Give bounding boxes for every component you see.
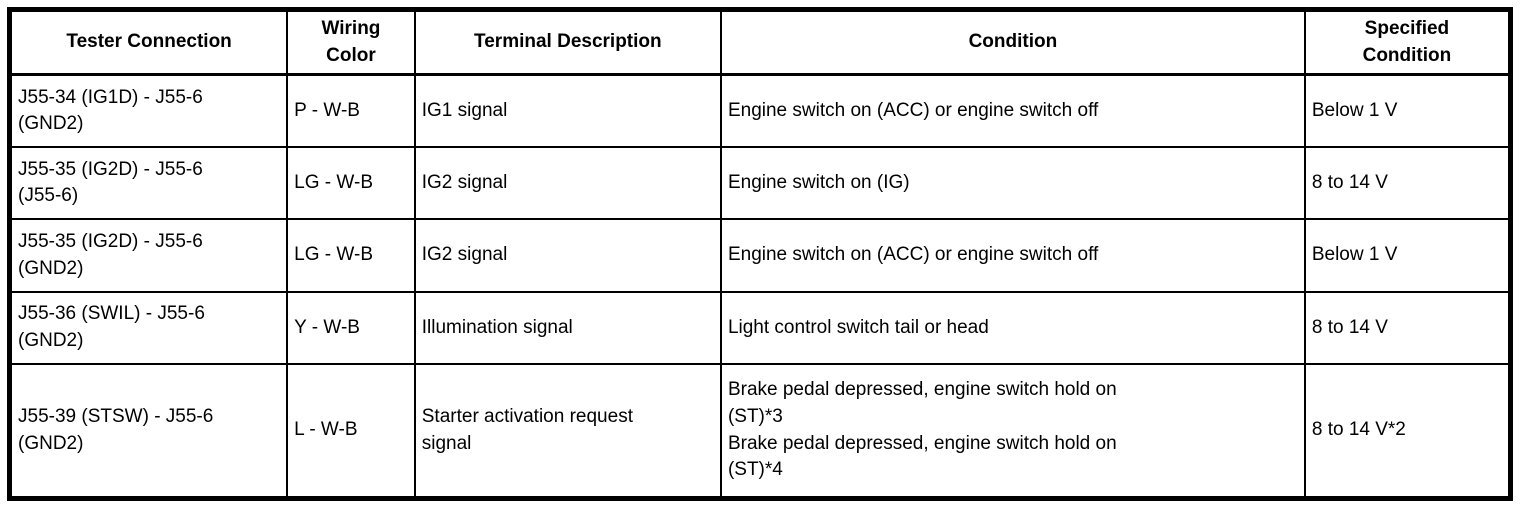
- cell-specified-condition: Below 1 V: [1303, 73, 1512, 149]
- cell-condition: Engine switch on (ACC) or engine switch …: [719, 218, 1306, 293]
- table-row: J55-35 (IG2D) - J55-6 (GND2) LG - W-B IG…: [8, 218, 1512, 293]
- cell-terminal-description: IG2 signal: [413, 146, 722, 221]
- cell-terminal-description: Illumination signal: [413, 290, 722, 366]
- cell-wiring-color: LG - W-B: [286, 146, 416, 221]
- cell-terminal-description: Starter activation request signal: [413, 363, 722, 500]
- cell-wiring-color: L - W-B: [286, 363, 416, 500]
- cell-tester-connection: J55-35 (IG2D) - J55-6 (GND2): [8, 218, 289, 293]
- cell-terminal-description: IG2 signal: [413, 218, 722, 293]
- column-header-tester-connection: Tester Connection: [8, 8, 289, 77]
- cell-wiring-color: LG - W-B: [286, 218, 416, 293]
- cell-condition: Light control switch tail or head: [719, 290, 1306, 366]
- cell-tester-connection: J55-35 (IG2D) - J55-6 (J55-6): [8, 146, 289, 221]
- cell-condition: Brake pedal depressed, engine switch hol…: [719, 363, 1306, 500]
- cell-specified-condition: 8 to 14 V: [1303, 146, 1512, 221]
- column-header-wiring-color: Wiring Color: [286, 8, 416, 77]
- table-row: J55-36 (SWIL) - J55-6 (GND2) Y - W-B Ill…: [8, 290, 1512, 366]
- cell-wiring-color: P - W-B: [286, 73, 416, 149]
- table-header-row: Tester Connection Wiring Color Terminal …: [8, 8, 1512, 77]
- cell-tester-connection: J55-39 (STSW) - J55-6 (GND2): [8, 363, 289, 500]
- cell-specified-condition: 8 to 14 V: [1303, 290, 1512, 366]
- table-row: J55-35 (IG2D) - J55-6 (J55-6) LG - W-B I…: [8, 146, 1512, 221]
- cell-specified-condition: Below 1 V: [1303, 218, 1512, 293]
- cell-tester-connection: J55-36 (SWIL) - J55-6 (GND2): [8, 290, 289, 366]
- terminal-spec-table: Tester Connection Wiring Color Terminal …: [7, 7, 1513, 501]
- column-header-condition: Condition: [719, 8, 1306, 77]
- table-row: J55-39 (STSW) - J55-6 (GND2) L - W-B Sta…: [8, 363, 1512, 500]
- column-header-terminal-description: Terminal Description: [413, 8, 722, 77]
- cell-tester-connection: J55-34 (IG1D) - J55-6 (GND2): [8, 73, 289, 149]
- cell-wiring-color: Y - W-B: [286, 290, 416, 366]
- cell-condition: Engine switch on (IG): [719, 146, 1306, 221]
- cell-terminal-description: IG1 signal: [413, 73, 722, 149]
- cell-specified-condition: 8 to 14 V*2: [1303, 363, 1512, 500]
- column-header-specified-condition: Specified Condition: [1303, 8, 1512, 77]
- cell-condition: Engine switch on (ACC) or engine switch …: [719, 73, 1306, 149]
- table-row: J55-34 (IG1D) - J55-6 (GND2) P - W-B IG1…: [8, 73, 1512, 149]
